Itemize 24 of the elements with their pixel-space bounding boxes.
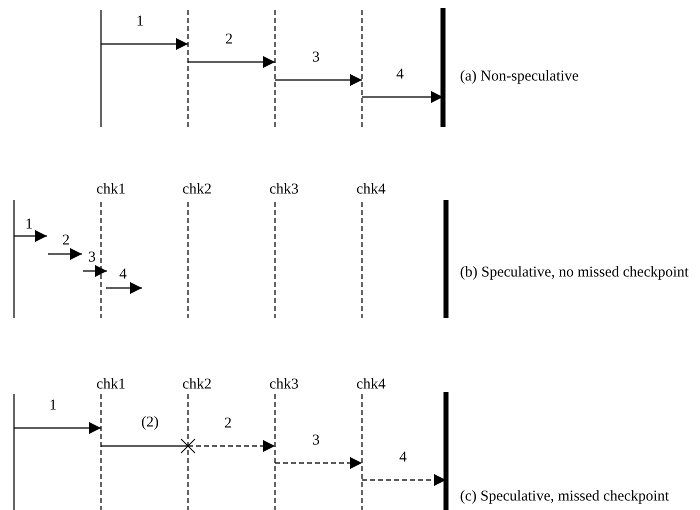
checkpoint-label: chk2 <box>182 378 212 392</box>
checkpoint-label: chk2 <box>182 182 212 198</box>
step-number: 4 <box>119 268 127 282</box>
step-number: 2 <box>224 416 232 432</box>
step-number: (2) <box>141 416 159 430</box>
panel-caption: (a) Non-speculative <box>460 68 580 86</box>
step-number: 1 <box>136 14 144 30</box>
step-number: 2 <box>225 32 233 48</box>
checkpoint-label: chk1 <box>96 182 126 198</box>
checkpoint-label: chk4 <box>356 378 386 392</box>
checkpoint-label: chk4 <box>356 182 386 198</box>
checkpoint-label: chk3 <box>269 378 299 392</box>
step-number: 1 <box>25 218 33 232</box>
checkpoint-label: chk3 <box>269 182 299 198</box>
checkpoint-label: chk1 <box>96 378 126 392</box>
step-number: 2 <box>62 234 70 248</box>
step-number: 3 <box>312 434 320 448</box>
step-number: 3 <box>88 250 96 266</box>
step-number: 3 <box>312 50 320 66</box>
step-number: 4 <box>396 68 404 82</box>
step-number: 1 <box>49 398 57 414</box>
panel-caption: (b) Speculative, no missed checkpoint <box>460 264 690 282</box>
step-number: 4 <box>399 450 407 466</box>
panel-caption: (c) Speculative, missed checkpoint <box>460 488 670 506</box>
